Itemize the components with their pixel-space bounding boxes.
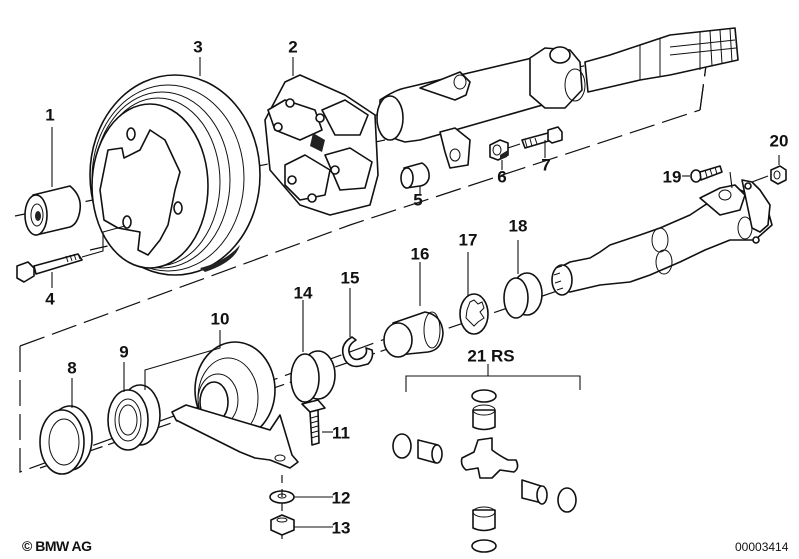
part-13-hex-nut[interactable] — [270, 514, 333, 536]
callout-2[interactable]: 2 — [288, 37, 298, 57]
part-21-universal-joint-kit[interactable] — [392, 364, 581, 553]
callout-9[interactable]: 9 — [119, 342, 129, 362]
part-18-dust-guard[interactable] — [503, 240, 543, 319]
part-16-clamping-sleeve[interactable] — [383, 262, 444, 358]
part-10-center-mount[interactable] — [144, 330, 299, 469]
callout-10[interactable]: 10 — [210, 309, 230, 329]
part-1-centering-sleeve[interactable] — [24, 185, 82, 236]
callout-17[interactable]: 17 — [458, 230, 478, 250]
part-4-hex-bolt[interactable] — [16, 225, 126, 283]
callout-21-rs[interactable]: 21 RS — [467, 346, 515, 366]
part-9-ball-bearing[interactable] — [107, 362, 161, 451]
callout-6[interactable]: 6 — [497, 167, 507, 187]
document-number: 00003414 — [735, 540, 789, 554]
part-11-square-head-bolt[interactable] — [301, 399, 333, 446]
part-7-hex-bolt[interactable] — [507, 126, 563, 158]
callout-12[interactable]: 12 — [331, 488, 351, 508]
part-17-spacer-ring[interactable] — [459, 252, 489, 335]
callout-16[interactable]: 16 — [410, 244, 430, 264]
callout-4[interactable]: 4 — [45, 289, 55, 309]
part-3-vibration-damper[interactable] — [89, 74, 261, 276]
callout-14[interactable]: 14 — [293, 283, 313, 303]
part-6-nut[interactable] — [489, 139, 509, 170]
callout-19[interactable]: 19 — [662, 167, 682, 187]
part-19-hex-bolt[interactable] — [682, 165, 723, 183]
callout-7[interactable]: 7 — [541, 155, 551, 175]
callout-5[interactable]: 5 — [413, 190, 423, 210]
leader-lines — [51, 57, 294, 288]
callout-3[interactable]: 3 — [193, 37, 203, 57]
part-2-flexible-disc[interactable] — [264, 74, 379, 216]
part-20-nut[interactable] — [751, 155, 787, 185]
part-14-dust-guard[interactable] — [290, 300, 336, 403]
callout-20[interactable]: 20 — [769, 131, 789, 151]
part-5-spacer-sleeve[interactable] — [400, 162, 430, 194]
callout-1[interactable]: 1 — [45, 105, 55, 125]
drive-shaft-front-section[interactable] — [376, 27, 739, 169]
callout-11[interactable]: 11 — [332, 423, 350, 443]
callout-8[interactable]: 8 — [67, 358, 77, 378]
part-15-circlip[interactable] — [341, 288, 374, 368]
callout-18[interactable]: 18 — [508, 216, 528, 236]
callout-15[interactable]: 15 — [340, 268, 360, 288]
callout-13[interactable]: 13 — [331, 518, 351, 538]
part-8-ring-seal[interactable] — [39, 378, 93, 475]
copyright-notice: © BMW AG — [22, 538, 92, 554]
drive-shaft-rear-section[interactable] — [551, 171, 773, 296]
